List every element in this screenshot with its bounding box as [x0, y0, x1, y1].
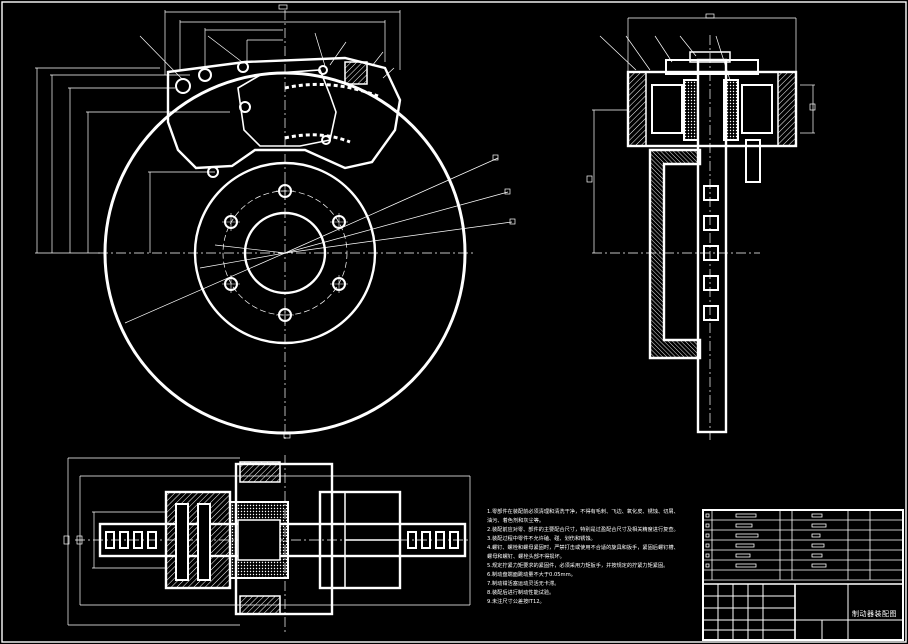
side-brake-pad-left — [683, 79, 699, 141]
side-brake-pad-right — [723, 79, 739, 141]
title-block-grid — [703, 583, 903, 640]
front-view — [35, 4, 516, 442]
note-line: 螺母和螺钉、螺栓头部不得损坏。 — [487, 554, 565, 560]
side-piston-left — [651, 84, 683, 134]
front-view-dimensions — [35, 4, 401, 439]
parts-list-entries — [705, 513, 827, 568]
side-bracket-cap — [689, 51, 731, 63]
title-block-frame — [702, 509, 904, 641]
note-line: 9.未注尺寸公差按IT12。 — [487, 599, 545, 605]
top-caliper-left-slot-a — [175, 503, 189, 581]
disc-center-bore — [243, 211, 327, 295]
title-block — [702, 509, 904, 641]
side-lower-bolt — [745, 139, 761, 183]
side-hub-section — [648, 148, 702, 360]
side-piston-right — [741, 84, 773, 134]
top-caliper-left-slot-b — [197, 503, 211, 581]
top-caliper-bracket-top — [239, 461, 281, 483]
note-line: 8.装配后进行制动性能试验。 — [487, 590, 555, 596]
note-line: 3.装配过程中零件不允许磕、碰、划伤和锈蚀。 — [487, 536, 596, 542]
part-leader-lines — [139, 32, 516, 225]
technical-requirements-notes: 1.零部件在装配前必须清理和清洗干净，不得有毛刺、飞边、氧化皮、锈蚀、切屑、 油… — [487, 508, 692, 607]
note-line: 1.零部件在装配前必须清理和清洗干净，不得有毛刺、飞边、氧化皮、锈蚀、切屑、 — [487, 509, 679, 515]
brake-pad-section — [284, 82, 379, 98]
top-view-disc-holes — [105, 531, 459, 549]
note-line: 油污、着色剂和灰尘等。 — [487, 518, 545, 524]
drawing-title: 制动器装配图 — [852, 610, 897, 618]
caliper-inner-boss — [237, 69, 337, 147]
side-section-view — [586, 13, 816, 440]
note-line: 2.装配前应对零、部件的主要配合尺寸，特别是过盈配合尺寸及相关精度进行复查。 — [487, 527, 679, 533]
brake-pad-section-inner — [284, 133, 351, 144]
note-line: 5.规定拧紧力矩要求的紧固件，必须采用力矩扳手，并按规定的拧紧力矩紧固。 — [487, 563, 669, 569]
disc-hub-ring — [193, 161, 377, 345]
note-line: 6.制动盘端面跳动量不大于0.05mm。 — [487, 572, 576, 578]
side-caliper-right-wall — [777, 71, 797, 147]
note-line: 4.螺钉、螺栓和螺母紧固时，严禁打击或使用不合适的旋具和扳手，紧固后螺钉槽、 — [487, 545, 679, 551]
brake-pad-hatched — [344, 61, 368, 85]
parts-list-grid — [703, 510, 903, 581]
note-line: 7.制动钳活塞运动灵活无卡滞。 — [487, 581, 560, 587]
side-caliper-left-wall — [627, 71, 647, 147]
top-brake-pad-core — [237, 519, 281, 561]
side-disc-vent-slots — [703, 185, 719, 321]
top-section-view — [63, 455, 471, 632]
side-brake-disc — [696, 58, 728, 434]
hub-bolt-holes — [222, 182, 348, 324]
top-view-dimensions — [63, 457, 471, 626]
side-view-dimensions — [586, 13, 816, 253]
radial-guide-lines — [124, 157, 513, 324]
side-caliper-housing — [626, 70, 798, 148]
caliper-guide-pins — [175, 61, 331, 178]
